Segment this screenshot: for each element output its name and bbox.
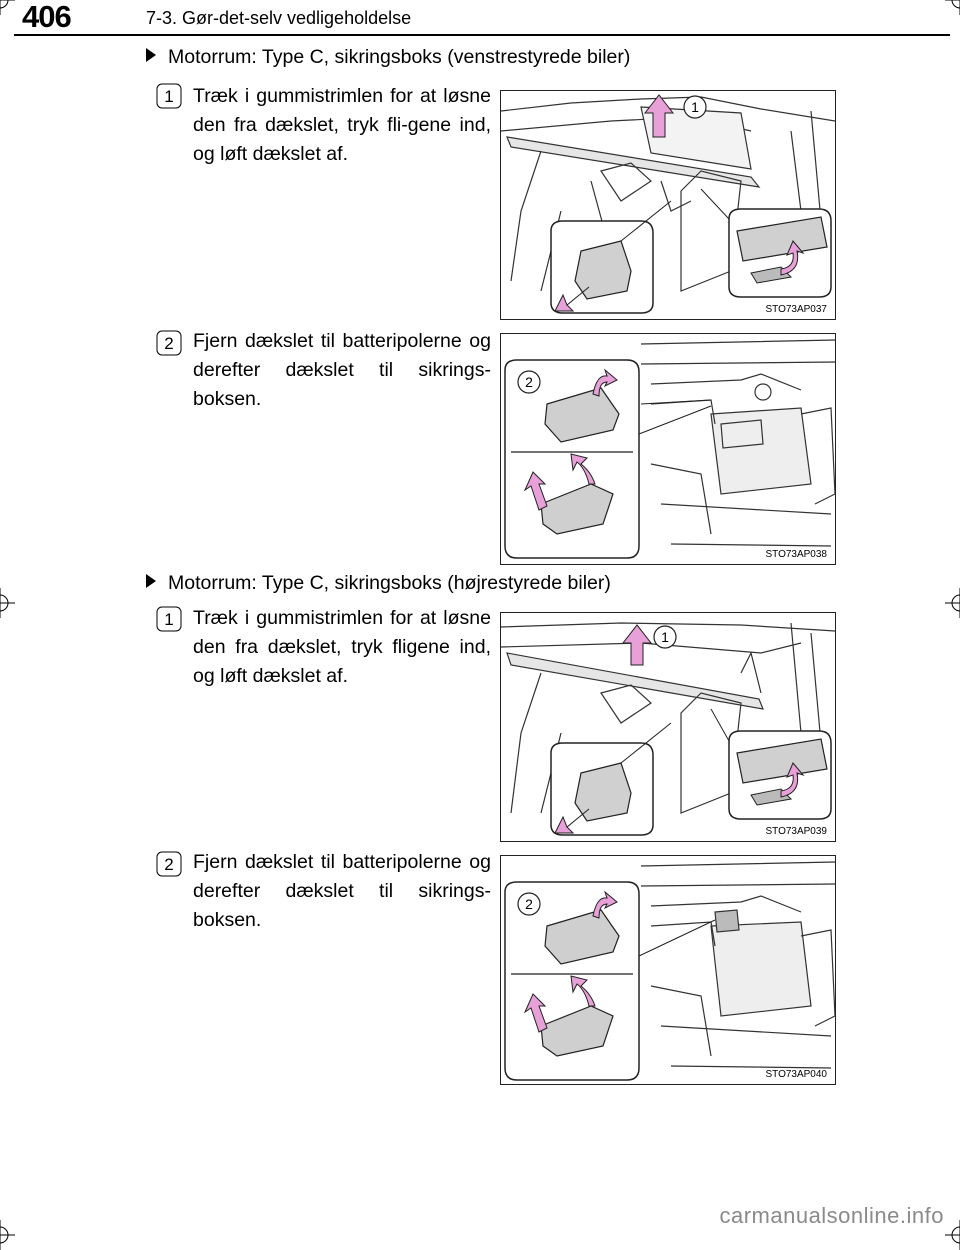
step-number-text: 2	[164, 334, 173, 353]
step-instruction: Fjern dækslet til batteripolerne og dere…	[193, 851, 491, 931]
step-instruction: Fjern dækslet til batteripolerne og dere…	[193, 330, 491, 410]
step-number-badge: 1	[156, 83, 182, 109]
illustration-battery-area: 2	[504, 861, 835, 1081]
illustration-engine-bay: 1	[501, 94, 835, 314]
figure-callout-number: 2	[525, 374, 533, 390]
step-instruction: Træk i gummistrimlen for at løsne den fr…	[193, 607, 491, 687]
section-heading-text: Motorrum: Type C, sikringsboks (venstres…	[168, 46, 631, 68]
figure-callout-number: 1	[691, 99, 699, 115]
triangle-bullet-icon	[146, 48, 156, 62]
chapter-title: 7-3. Gør-det-selv vedligeholdelse	[146, 8, 412, 28]
step-number-badge: 1	[156, 606, 182, 632]
triangle-bullet-icon	[146, 574, 156, 588]
step-number-text: 2	[164, 855, 173, 874]
illustration-battery-area: 2	[504, 339, 835, 559]
figure-callout-number: 2	[525, 896, 533, 912]
header-rule	[14, 34, 950, 36]
step-number-text: 1	[164, 610, 173, 629]
figure-code: STO73AP039	[763, 826, 829, 838]
page-number: 406	[22, 0, 72, 34]
figure-code: STO73AP037	[763, 304, 829, 316]
figure-code: STO73AP040	[763, 1069, 829, 1081]
section-heading-text: Motorrum: Type C, sikringsboks (højresty…	[168, 572, 611, 594]
step-number-badge: 2	[156, 330, 182, 356]
section-heading-lhd: Motorrum: Type C, sikringsboks (venstres…	[146, 45, 630, 69]
step-number-text: 1	[164, 87, 173, 106]
registration-mark-icon	[945, 1220, 960, 1250]
watermark: carmanualsonline.info	[719, 1203, 944, 1228]
figure-fuse-box-cover-rhd: 1 STO73AP039	[500, 612, 836, 842]
step-instruction: Træk i gummistrimlen for at løsne den fr…	[193, 85, 491, 165]
figure-fuse-box-cover-lhd: 1 STO73AP037	[500, 90, 836, 320]
registration-mark-icon	[0, 588, 15, 618]
figure-battery-terminal-cover-lhd: 2 STO73AP038	[500, 333, 836, 565]
illustration-engine-bay: 1	[501, 622, 835, 836]
registration-mark-icon	[0, 1220, 15, 1250]
figure-code: STO73AP038	[763, 549, 829, 561]
figure-battery-terminal-cover-rhd: 2 STO73AP040	[500, 855, 836, 1085]
registration-mark-icon	[945, 588, 960, 618]
registration-mark-icon	[0, 0, 15, 15]
step-number-badge: 2	[156, 851, 182, 877]
section-heading-rhd: Motorrum: Type C, sikringsboks (højresty…	[146, 571, 611, 595]
registration-mark-icon	[945, 0, 960, 15]
figure-callout-number: 1	[661, 629, 669, 645]
